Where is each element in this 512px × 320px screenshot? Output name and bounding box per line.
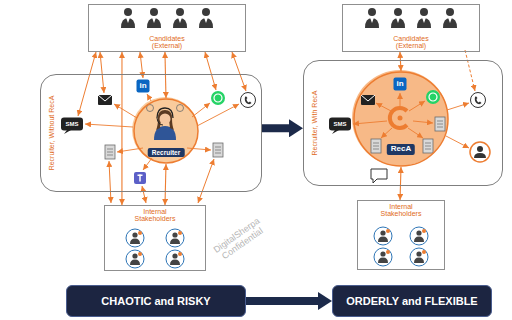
circle-ground	[352, 70, 448, 166]
recruiter-panel: Recruiter, Without RecA Recruiter	[40, 74, 262, 192]
hub-circle: Recruiter	[133, 98, 199, 164]
group-box: Candidates (External)	[88, 4, 246, 52]
node-text: Recruiter	[148, 148, 185, 157]
recruiter-figure	[147, 105, 184, 141]
icon-label: SMS	[333, 121, 346, 128]
node-text: Recruiter, Without RecA	[48, 96, 55, 171]
channel-icons	[329, 78, 490, 184]
circle-outline	[354, 72, 448, 166]
summary-bar: CHAOTIC and RISKY	[66, 285, 246, 317]
flow-connector	[165, 52, 166, 98]
node-text: Candidates (External)	[381, 35, 441, 49]
flow-connector	[165, 164, 166, 205]
candidate-icons	[121, 8, 457, 28]
icon-label: in	[139, 82, 146, 91]
flow-connector	[400, 52, 401, 71]
channel-icons	[61, 80, 256, 185]
hub-wires	[85, 94, 239, 170]
dashed-wire	[465, 50, 475, 91]
group-box: Internal Stakeholders	[104, 205, 206, 271]
node-text: Internal Stakeholders	[125, 208, 185, 222]
group-box: Candidates (External)	[342, 4, 480, 52]
stakeholder-icons	[126, 227, 428, 268]
node-text: Recruiter, With RecA	[311, 91, 318, 156]
icon-label: in	[396, 80, 403, 89]
circle-outline	[134, 99, 198, 163]
circle-ground	[132, 97, 198, 163]
transition-arrow	[262, 124, 289, 132]
node-text: ORDERLY and FLEXIBLE	[346, 295, 477, 307]
transition-arrow	[246, 297, 318, 305]
node-text: CHAOTIC and RISKY	[101, 295, 210, 307]
hub-wires	[353, 93, 469, 148]
icon-label: SMS	[65, 121, 78, 128]
reca-logo	[390, 108, 407, 128]
group-box: Internal Stakeholders	[357, 200, 445, 270]
summary-bar: ORDERLY and FLEXIBLE	[332, 285, 492, 317]
flow-connector	[399, 167, 401, 200]
node-text: Internal Stakeholders	[371, 203, 431, 217]
node-text: RecA	[387, 144, 415, 155]
node-text: Candidates (External)	[137, 35, 197, 49]
watermark: DigitalSherpa Confidential	[205, 211, 275, 269]
